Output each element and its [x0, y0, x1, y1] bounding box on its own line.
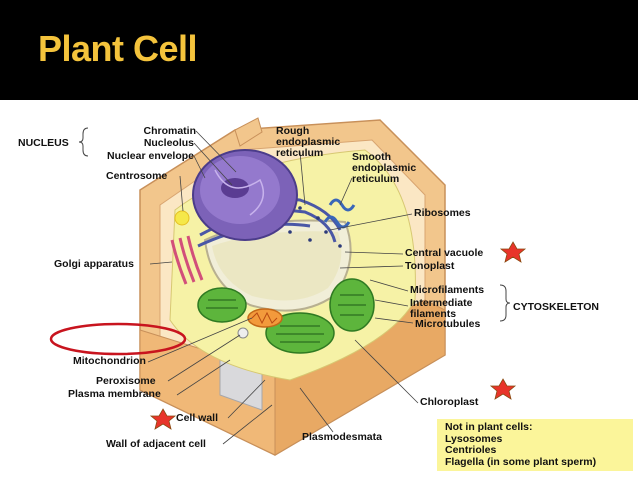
note-item: Lysosomes [445, 432, 503, 445]
label-microtubules: Microtubules [415, 318, 481, 330]
slide-title: Plant Cell [38, 28, 198, 69]
label-rough-er-1: Rough [276, 125, 310, 137]
label-peroxisome: Peroxisome [96, 375, 156, 387]
golgi-shape [170, 235, 204, 285]
note-item: Flagella (in some plant sperm) [445, 455, 597, 468]
label-plasma-membrane: Plasma membrane [68, 388, 161, 400]
label-intermediate-1: Intermediate [410, 297, 473, 309]
star-icon [489, 378, 517, 400]
label-central-vacuole: Central vacuole [405, 247, 484, 259]
note-item: Centrioles [445, 444, 497, 456]
label-cytoskeleton: CYTOSKELETON [513, 301, 599, 313]
chloroplast-shapes [197, 278, 375, 354]
not-in-plant-cells-note: Not in plant cells: Lysosomes Centrioles… [437, 419, 633, 471]
label-rough-er-2: endoplasmic [276, 136, 341, 148]
label-tonoplast: Tonoplast [405, 260, 455, 272]
label-chloroplast: Chloroplast [420, 396, 479, 408]
title-banner [0, 0, 638, 100]
label-wall-adjacent: Wall of adjacent cell [106, 438, 206, 450]
centrosome-shape [174, 210, 190, 226]
label-intermediate-2: filaments [410, 308, 457, 320]
cytoskeleton-bracket [499, 284, 511, 322]
smooth-er-shape [323, 198, 356, 229]
label-centrosome: Centrosome [106, 170, 168, 182]
label-ribosomes: Ribosomes [414, 207, 471, 219]
label-golgi: Golgi apparatus [54, 258, 134, 270]
note-box [437, 419, 633, 471]
leader-lines [147, 130, 419, 445]
label-plasmodesmata: Plasmodesmata [302, 431, 382, 443]
label-nucleus: NUCLEUS [18, 137, 69, 149]
label-nuclear-envelope: Nuclear envelope [107, 150, 194, 162]
label-microfilaments: Microfilaments [410, 284, 485, 296]
ribosomes-shape [288, 206, 342, 248]
label-cell-wall: Cell wall [176, 412, 219, 424]
label-nucleolus: Nucleolus [143, 137, 194, 149]
label-smooth-er-2: endoplasmic [352, 162, 417, 174]
label-mitochondrion: Mitochondrion [73, 355, 146, 367]
label-rough-er-3: reticulum [276, 147, 324, 159]
highlight-oval [49, 322, 187, 356]
peroxisome-shape [237, 327, 249, 339]
nucleus-bracket [78, 127, 89, 157]
label-smooth-er-1: Smooth [352, 151, 392, 163]
label-smooth-er-3: reticulum [352, 173, 400, 185]
star-icon [149, 408, 177, 430]
note-heading: Not in plant cells: [445, 421, 533, 433]
star-icon [499, 241, 527, 263]
label-chromatin: Chromatin [143, 125, 197, 137]
